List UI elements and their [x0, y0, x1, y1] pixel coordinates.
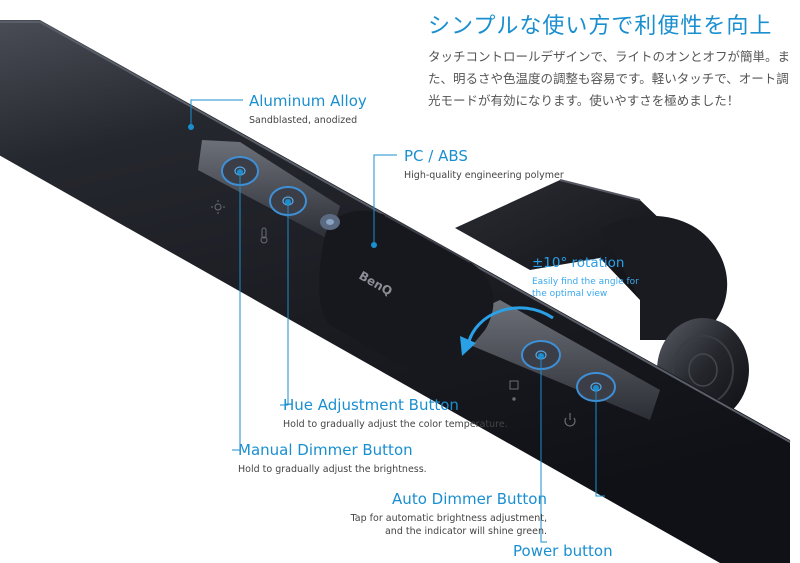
- callout-aluminum-alloy: Aluminum Alloy Sandblasted, anodized: [249, 92, 367, 127]
- brightness-sun-icon: [211, 200, 225, 214]
- light-bar-top-highlight: [0, 21, 791, 443]
- clip-hook: [600, 215, 728, 340]
- callout-subtitle-line2: and the indicator will shine green.: [384, 526, 547, 537]
- callout-leader-dots: [188, 124, 599, 391]
- callout-subtitle: Sandblasted, anodized: [249, 115, 358, 126]
- callout-subtitle-line1: Easily find the angle for: [532, 277, 639, 287]
- callout-title: Manual Dimmer Button: [238, 441, 413, 459]
- auto-dimmer-icon: [509, 380, 519, 401]
- callout-hue-adjustment: Hue Adjustment Button Hold to gradually …: [283, 396, 508, 431]
- callout-title: Power button: [513, 542, 613, 560]
- callout-leader-lines: [190, 99, 605, 543]
- clip-edge-highlight: [559, 179, 641, 201]
- rotation-arrow-icon: [460, 306, 554, 356]
- callout-pc-abs: PC / ABS High-quality engineering polyme…: [404, 147, 564, 182]
- power-icon: [564, 413, 576, 427]
- callout-title: Hue Adjustment Button: [283, 396, 459, 414]
- callout-subtitle-line1: Tap for automatic brightness adjustment,: [350, 513, 547, 524]
- clamp-sleeve: [319, 210, 494, 371]
- callout-auto-dimmer: Auto Dimmer Button Tap for automatic bri…: [351, 490, 547, 538]
- hero-description: タッチコントロールデザインで、ライトのオンとオフが簡単。また、明るさや色温度の調…: [428, 49, 791, 108]
- callout-title: Auto Dimmer Button: [392, 490, 547, 508]
- color-temperature-icon: [260, 227, 268, 244]
- hero-title: シンプルな使い方で利便性を向上: [428, 14, 773, 39]
- callout-subtitle-line2: the optimal view: [532, 289, 608, 299]
- ambient-sensor: [320, 214, 340, 230]
- callout-title: ±10° rotation: [532, 255, 625, 271]
- callout-subtitle: Hold to gradually adjust the brightness.: [238, 464, 427, 475]
- callout-manual-dimmer: Manual Dimmer Button Hold to gradually a…: [238, 441, 427, 476]
- callout-subtitle: High-quality engineering polymer: [404, 170, 564, 181]
- callout-rotation: ±10° rotation Easily find the angle for …: [532, 254, 639, 300]
- callout-title: Aluminum Alloy: [249, 92, 367, 110]
- callout-subtitle: Hold to gradually adjust the color tempe…: [283, 419, 508, 430]
- callout-power-button: Power button: [513, 542, 613, 561]
- callout-title: PC / ABS: [404, 147, 468, 165]
